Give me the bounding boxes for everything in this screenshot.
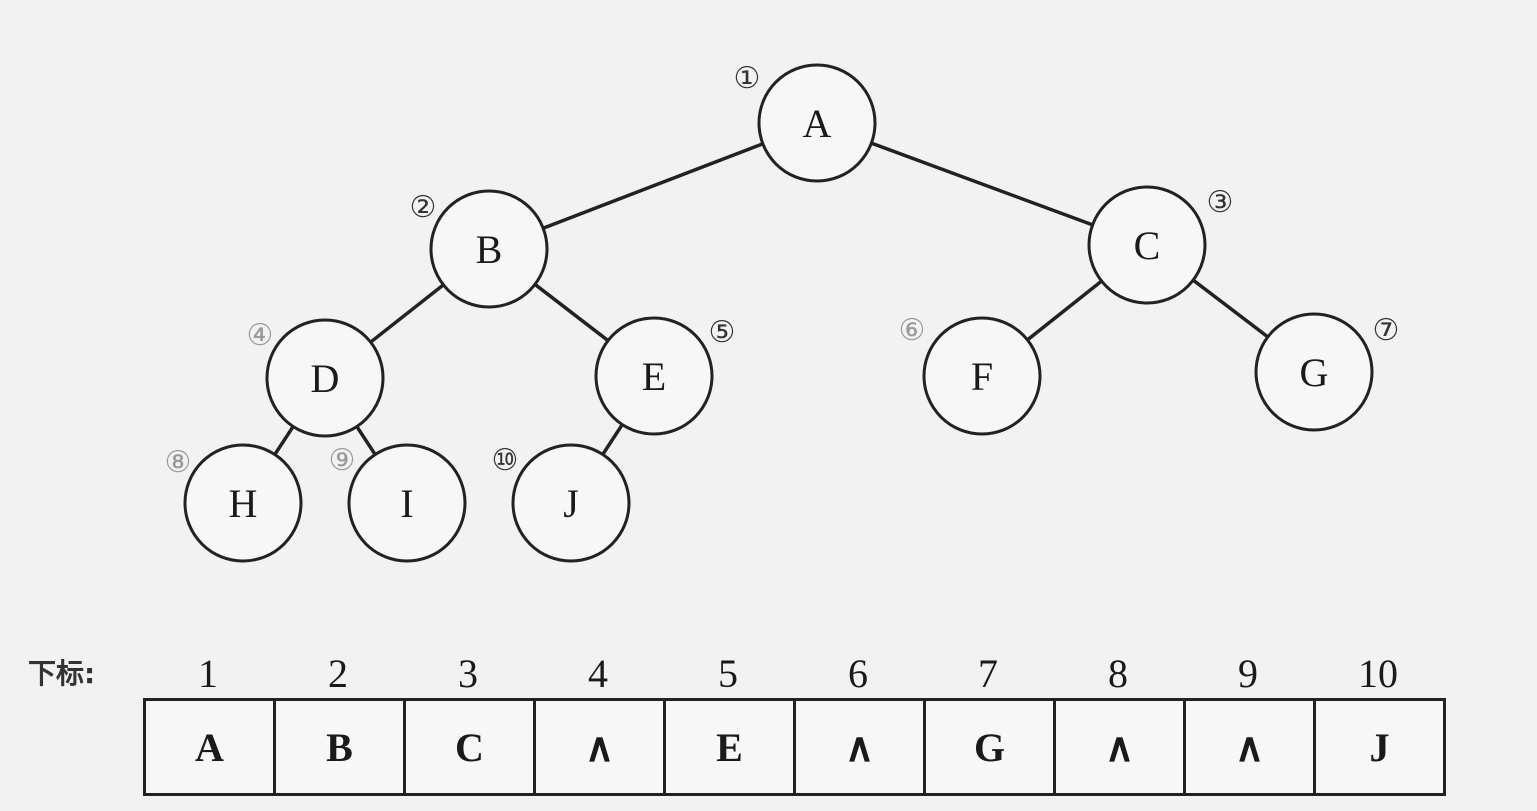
node-number: ⑨ [329, 443, 356, 478]
array-cell: A [146, 701, 276, 793]
node-number: ③ [1207, 185, 1234, 220]
node-label: F [971, 354, 993, 399]
node-label: D [311, 356, 340, 401]
node-label: I [400, 481, 413, 526]
node-label: J [563, 481, 579, 526]
node-circle [922, 316, 1042, 436]
array-cell: G [926, 701, 1056, 793]
node-label: C [1134, 223, 1161, 268]
tree-node-b: B② [410, 189, 549, 309]
node-circle [429, 189, 549, 309]
tree-node-a: A① [734, 61, 877, 183]
tree-node-d: D④ [247, 318, 385, 438]
tree-node-g: G⑦ [1254, 312, 1400, 432]
node-label: B [476, 227, 503, 272]
node-circle [265, 318, 385, 438]
array-cell: E [666, 701, 796, 793]
node-circle [347, 443, 467, 563]
index-label: 2 [328, 651, 348, 696]
index-label: 6 [848, 651, 868, 696]
node-circle [511, 443, 631, 563]
node-label: H [229, 481, 258, 526]
node-label: G [1300, 350, 1329, 395]
array-cell: ∧ [796, 701, 926, 793]
node-circle [1254, 312, 1374, 432]
node-circle [1087, 185, 1207, 305]
index-label: 10 [1358, 651, 1398, 696]
node-number: ① [734, 61, 761, 96]
node-number: ⑩ [492, 443, 519, 478]
array-cell: C [406, 701, 536, 793]
index-label: 1 [198, 651, 218, 696]
node-number: ⑥ [899, 313, 926, 348]
node-circle [594, 316, 714, 436]
node-circle [183, 443, 303, 563]
index-label: 5 [718, 651, 738, 696]
array-cell: ∧ [536, 701, 666, 793]
array-cell: J [1316, 701, 1443, 793]
node-number: ② [410, 190, 437, 225]
node-number: ⑧ [165, 445, 192, 480]
tree-node-h: H⑧ [165, 443, 303, 563]
node-circle [757, 63, 877, 183]
sequential-storage-array: A B C ∧ E ∧ G ∧ ∧ J [143, 698, 1446, 796]
node-number: ⑤ [709, 315, 736, 350]
node-number: ⑦ [1373, 313, 1400, 348]
index-label: 3 [458, 651, 478, 696]
tree-node-c: C③ [1087, 185, 1234, 305]
array-cell: ∧ [1186, 701, 1316, 793]
index-row: 1 2 3 4 5 6 7 8 9 10 [143, 650, 1443, 697]
array-cell: B [276, 701, 406, 793]
index-label: 8 [1108, 651, 1128, 696]
tree-node-e: E⑤ [594, 315, 736, 436]
node-number: ④ [247, 318, 274, 353]
node-label: A [803, 101, 832, 146]
index-caption: 下标: [28, 657, 96, 690]
index-label: 7 [978, 651, 998, 696]
tree-node-f: F⑥ [899, 313, 1042, 436]
tree-node-j: J⑩ [492, 443, 631, 563]
index-label: 4 [588, 651, 608, 696]
array-cell: ∧ [1056, 701, 1186, 793]
tree-node-i: I⑨ [329, 443, 467, 563]
index-label: 9 [1238, 651, 1258, 696]
node-label: E [642, 354, 666, 399]
